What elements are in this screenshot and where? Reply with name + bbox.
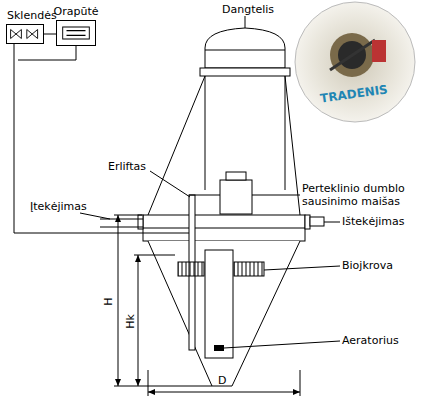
part-label: Aeratorius [342,334,399,347]
node-label: Orapūtė [54,5,99,18]
valve-box: Sklendės [6,24,44,44]
part-label: Dangtelis [222,3,274,16]
part-label: Erliftas [108,160,146,173]
blower-box: Orapūtė [56,20,96,46]
blower-symbol [57,21,95,45]
node-label: Sklendės [7,9,57,22]
part-label: Perteklinio dumblo sausinimo maišas [302,182,414,208]
valves-symbol [7,25,43,43]
part-label: Ištekėjimas [342,215,405,228]
part-label: Biojkrova [342,259,393,272]
dimension-label: Hk [124,313,137,330]
air-pipe [44,34,56,35]
part-label: D [218,374,226,387]
part-label: Įtekėjimas [30,200,87,213]
dimension-label: H [102,296,115,306]
